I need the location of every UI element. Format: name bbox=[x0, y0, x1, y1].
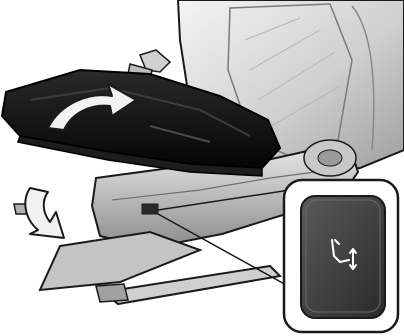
front-tilt-arrow bbox=[25, 188, 64, 238]
seat-tilt-switch bbox=[301, 196, 385, 318]
switch-callout bbox=[284, 180, 398, 332]
